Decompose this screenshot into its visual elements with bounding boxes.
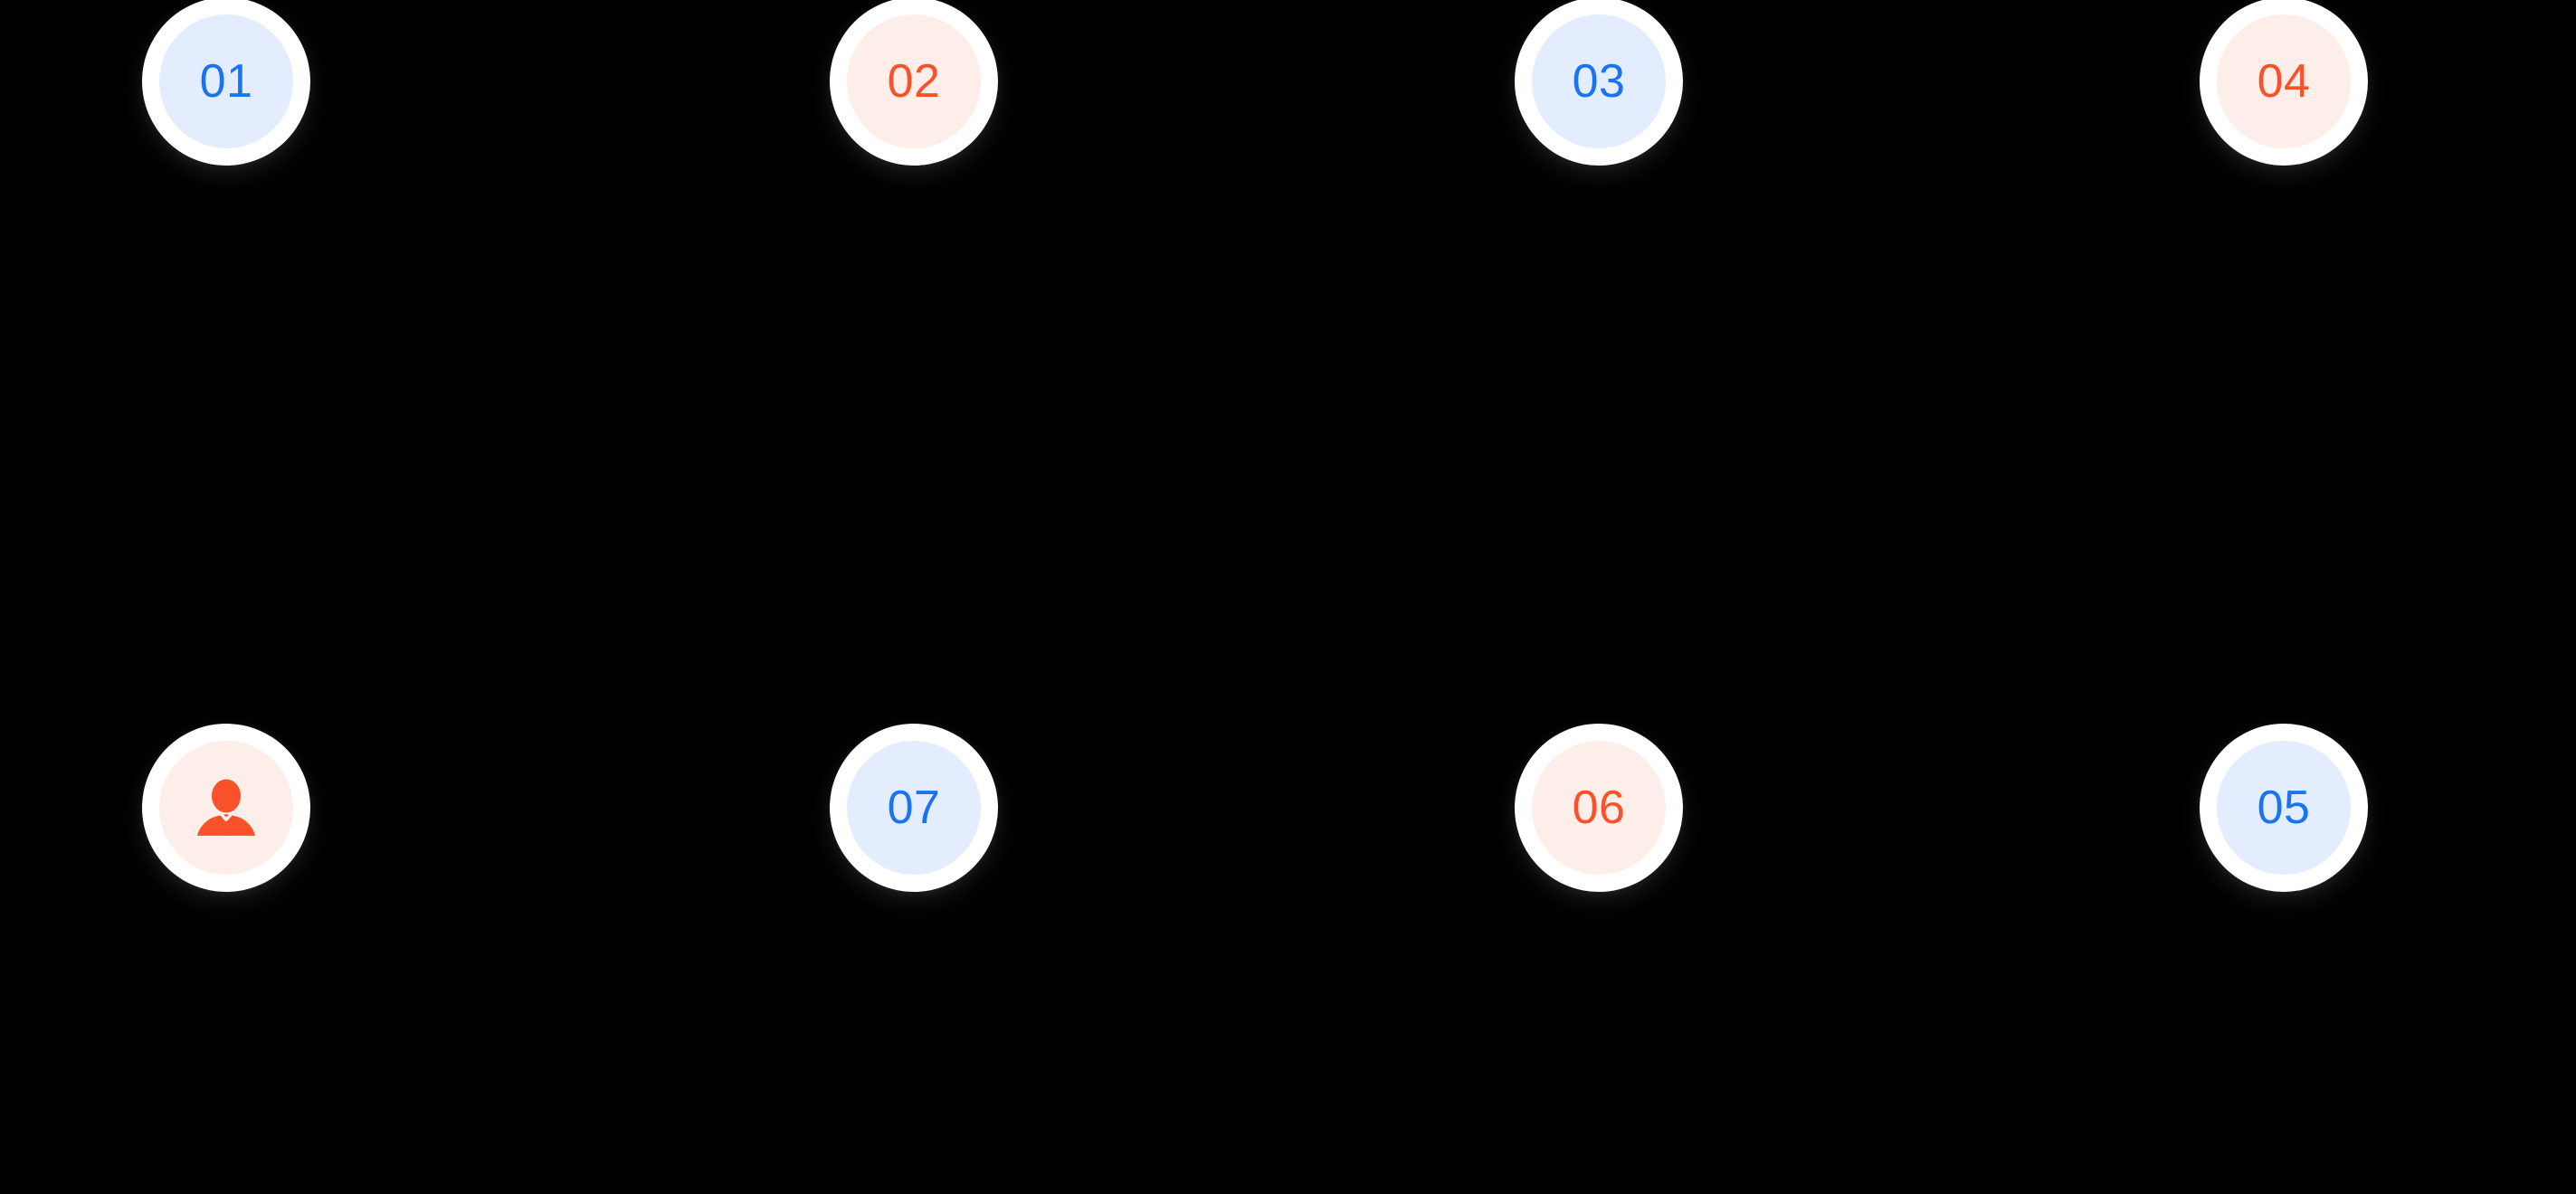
step-node-07-disc: 07	[847, 741, 981, 875]
step-node-04-disc: 04	[2217, 14, 2351, 148]
step-node-02[interactable]: 02	[830, 0, 998, 166]
step-node-03-label: 03	[1572, 55, 1626, 108]
step-node-03-disc: 03	[1532, 14, 1666, 148]
step-node-07-label: 07	[887, 782, 941, 834]
step-node-06-label: 06	[1572, 782, 1626, 834]
step-node-01-disc: 01	[159, 14, 293, 148]
step-node-03[interactable]: 03	[1515, 0, 1683, 166]
step-node-person[interactable]	[142, 724, 310, 892]
step-node-04-label: 04	[2257, 55, 2311, 108]
step-node-01[interactable]: 01	[142, 0, 310, 166]
step-node-05-disc: 05	[2217, 741, 2351, 875]
step-node-04[interactable]: 04	[2200, 0, 2368, 166]
step-node-06[interactable]: 06	[1515, 724, 1683, 892]
step-node-person-disc	[159, 741, 293, 875]
step-node-07[interactable]: 07	[830, 724, 998, 892]
step-node-05-label: 05	[2257, 782, 2311, 834]
step-node-02-disc: 02	[847, 14, 981, 148]
step-node-01-label: 01	[199, 55, 253, 108]
step-node-05[interactable]: 05	[2200, 724, 2368, 892]
step-node-02-label: 02	[887, 55, 941, 108]
step-node-06-disc: 06	[1532, 741, 1666, 875]
businessperson-icon	[196, 779, 256, 836]
